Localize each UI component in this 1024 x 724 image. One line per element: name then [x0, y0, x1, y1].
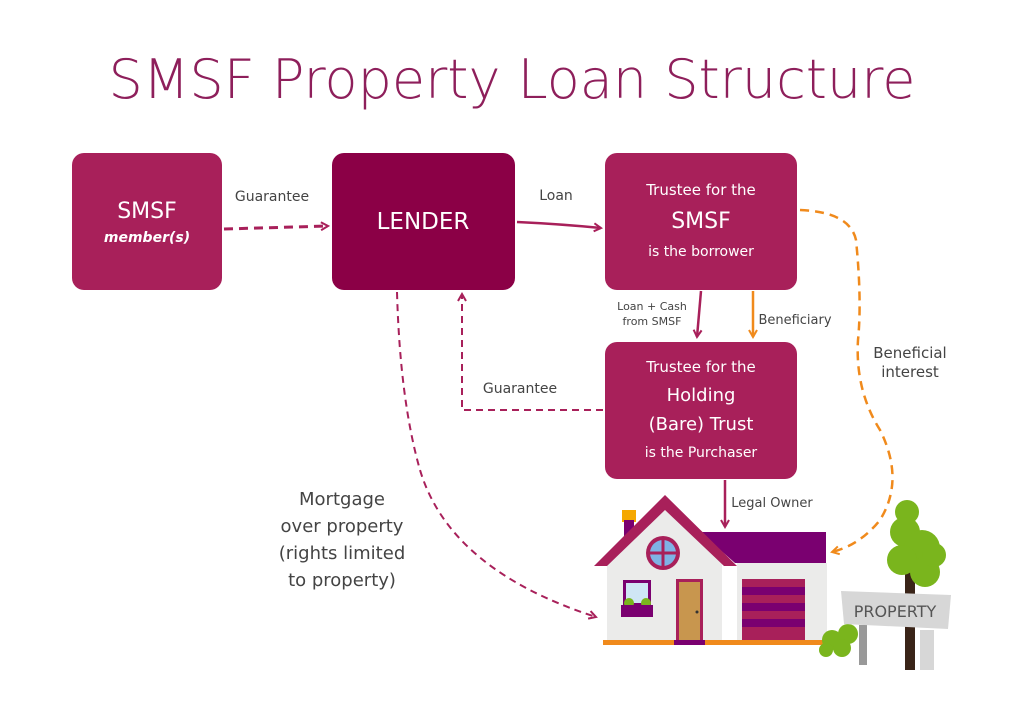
- beneficial-label-1: Beneficial: [873, 344, 946, 362]
- trustee-smsf-box: Trustee for the SMSF is the borrower: [605, 153, 797, 290]
- property-sign-text: PROPERTY: [854, 602, 937, 621]
- mortgage-label-4: to property): [288, 570, 396, 591]
- guarantee-label-mid: Guarantee: [483, 381, 557, 397]
- smsf-member-box: SMSF member(s): [72, 153, 222, 290]
- holding-line1: Trustee for the: [645, 358, 756, 376]
- loan-arrow: [516, 220, 601, 228]
- beneficial-label-2: interest: [881, 363, 939, 381]
- mortgage-label-3: (rights limited: [279, 543, 406, 564]
- beneficial-interest-arrow: [799, 208, 894, 552]
- holding-line2: Holding: [667, 385, 736, 406]
- guarantee-arrow-mid: [462, 294, 603, 411]
- loan-cash-arrow: [697, 290, 701, 337]
- smsf-box-title: SMSF: [117, 199, 177, 224]
- guarantee-label-top: Guarantee: [235, 189, 309, 205]
- trustee-smsf-line2: SMSF: [671, 209, 731, 234]
- lender-box-title: LENDER: [377, 209, 470, 235]
- trustee-smsf-line3: is the borrower: [648, 244, 754, 260]
- legal-owner-label: Legal Owner: [731, 496, 813, 511]
- beneficiary-label: Beneficiary: [758, 313, 831, 328]
- tree-illustration: [887, 500, 946, 670]
- house-illustration: [594, 495, 833, 645]
- trustee-smsf-line1: Trustee for the: [645, 181, 756, 199]
- property-sign: PROPERTY: [841, 591, 951, 670]
- mortgage-label-2: over property: [281, 516, 404, 537]
- mortgage-label-1: Mortgage: [299, 489, 385, 510]
- holding-trust-box: Trustee for the Holding (Bare) Trust is …: [605, 342, 797, 479]
- lender-box: LENDER: [332, 153, 515, 290]
- page-title: SMSF Property Loan Structure: [109, 48, 916, 111]
- loan-label: Loan: [539, 188, 573, 204]
- holding-line3: (Bare) Trust: [649, 414, 754, 435]
- mortgage-arrow: [396, 291, 596, 617]
- guarantee-arrow-top: [223, 226, 328, 229]
- bush-illustration: [819, 624, 858, 657]
- smsf-box-subtitle: member(s): [104, 230, 190, 246]
- loan-cash-label-2: from SMSF: [623, 315, 682, 328]
- loan-cash-label-1: Loan + Cash: [617, 300, 687, 313]
- holding-line4: is the Purchaser: [645, 445, 758, 461]
